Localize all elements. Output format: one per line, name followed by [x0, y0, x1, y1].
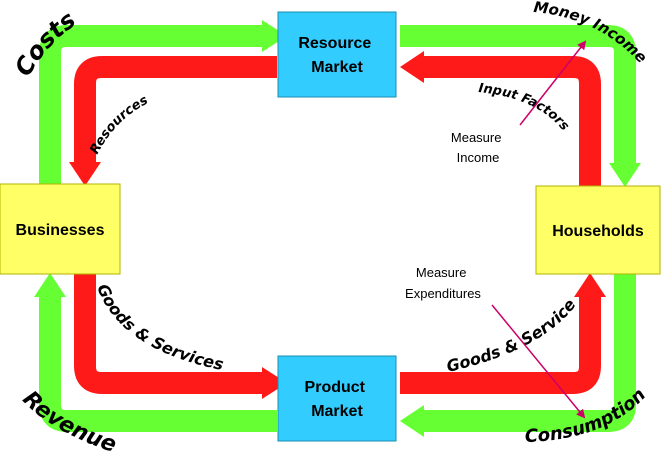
money-flow-arrowhead-to-product-market — [400, 405, 424, 437]
money-flow-bottom-right — [423, 273, 636, 432]
money-flow-arrowhead-to-resource-market — [262, 20, 287, 52]
measure-income-annotation: Measure Income — [451, 40, 587, 165]
measure-expenditures-annotation: Measure Expenditures — [405, 265, 586, 419]
real-flow-loop — [69, 51, 606, 399]
businesses-node: Businesses — [0, 183, 121, 275]
measure-expenditures-text: Measure Expenditures — [405, 265, 481, 301]
real-flow-arrowhead-to-businesses — [69, 162, 101, 186]
measure-income-pointer-arrow — [519, 40, 587, 126]
money-flow-top-right — [400, 25, 636, 164]
households-box — [535, 185, 661, 275]
households-label: Households — [552, 223, 644, 240]
money-flow-loop — [34, 20, 641, 437]
money-flow-bottom-left — [39, 296, 277, 432]
businesses-label: Businesses — [16, 222, 105, 239]
real-flow-arrowhead-to-households — [574, 273, 606, 297]
input-factors-label: Input Factors — [478, 81, 572, 134]
resource-market-label: Resource Market — [298, 35, 375, 76]
real-flow-bottom-left — [74, 273, 263, 394]
resources-label: Resources — [87, 93, 150, 157]
resource-market-box — [277, 11, 397, 98]
money-flow-top-left — [39, 25, 263, 184]
product-market-node: Product Market — [277, 355, 397, 442]
real-flow-arrowhead-to-resource-market — [400, 51, 424, 83]
resource-market-node: Resource Market — [277, 11, 397, 98]
product-market-box — [277, 355, 397, 442]
measure-expenditures-pointer-arrow — [491, 304, 586, 419]
businesses-box — [0, 183, 121, 275]
measure-income-text: Measure Income — [451, 130, 505, 165]
real-flow-top-right — [423, 56, 601, 186]
product-market-label: Product Market — [305, 379, 370, 420]
real-flow-top-left — [74, 56, 277, 163]
goods-services-left-label: Goods & Services — [93, 281, 225, 374]
money-flow-arrowhead-to-households — [609, 163, 641, 187]
real-flow-arrowhead-to-product-market — [262, 367, 287, 399]
households-node: Households — [535, 185, 661, 275]
real-flow-bottom-right — [400, 296, 601, 394]
money-flow-arrowhead-to-businesses — [34, 273, 66, 297]
